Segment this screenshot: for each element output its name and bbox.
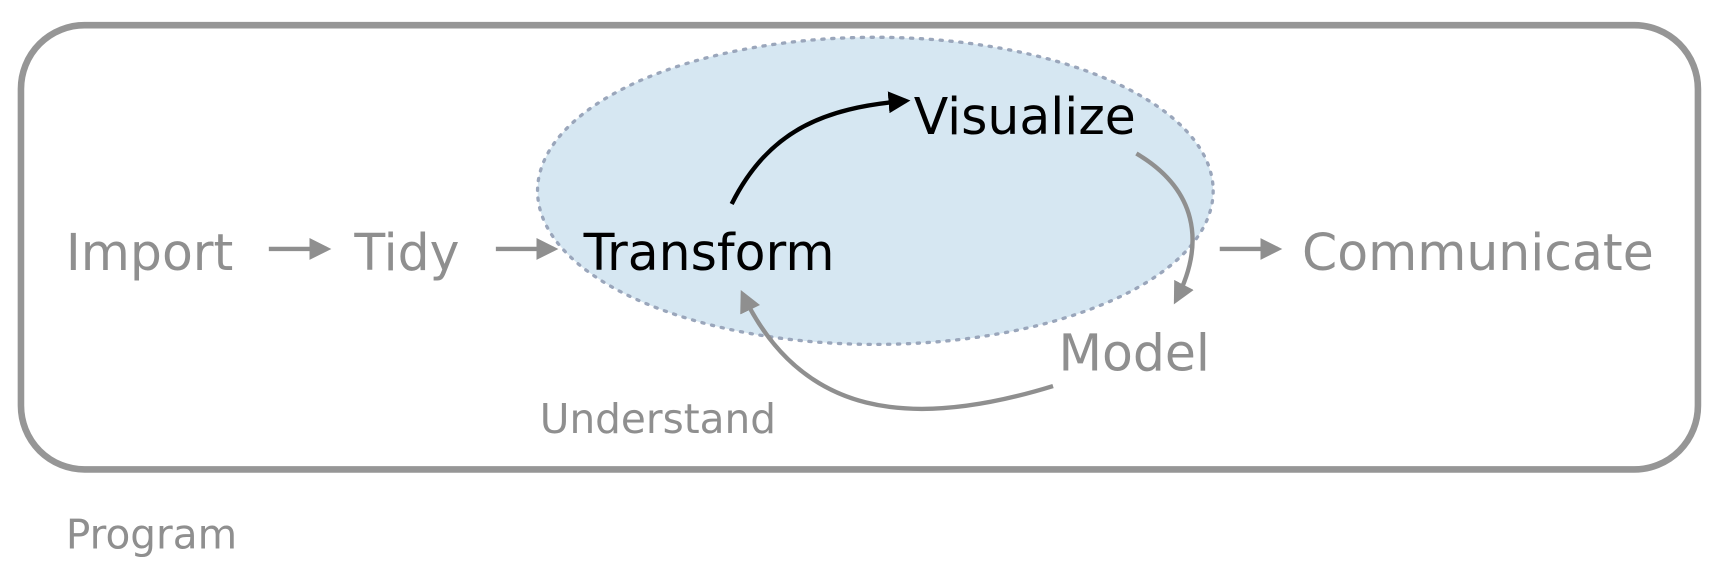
arrow-transform-visualize [729,91,911,205]
node-visualize: Visualize [914,87,1136,146]
arrow-model-transform [740,289,1054,412]
node-communicate: Communicate [1302,223,1654,282]
node-tidy: Tidy [353,223,459,282]
label-understand: Understand [540,395,776,443]
node-import: Import [66,223,233,282]
node-transform: Transform [583,223,835,282]
arrow-visualize-model [1135,151,1195,305]
understand-ellipse [535,35,1215,347]
program-box [17,21,1702,473]
label-program: Program [66,510,237,558]
node-model: Model [1059,324,1210,383]
